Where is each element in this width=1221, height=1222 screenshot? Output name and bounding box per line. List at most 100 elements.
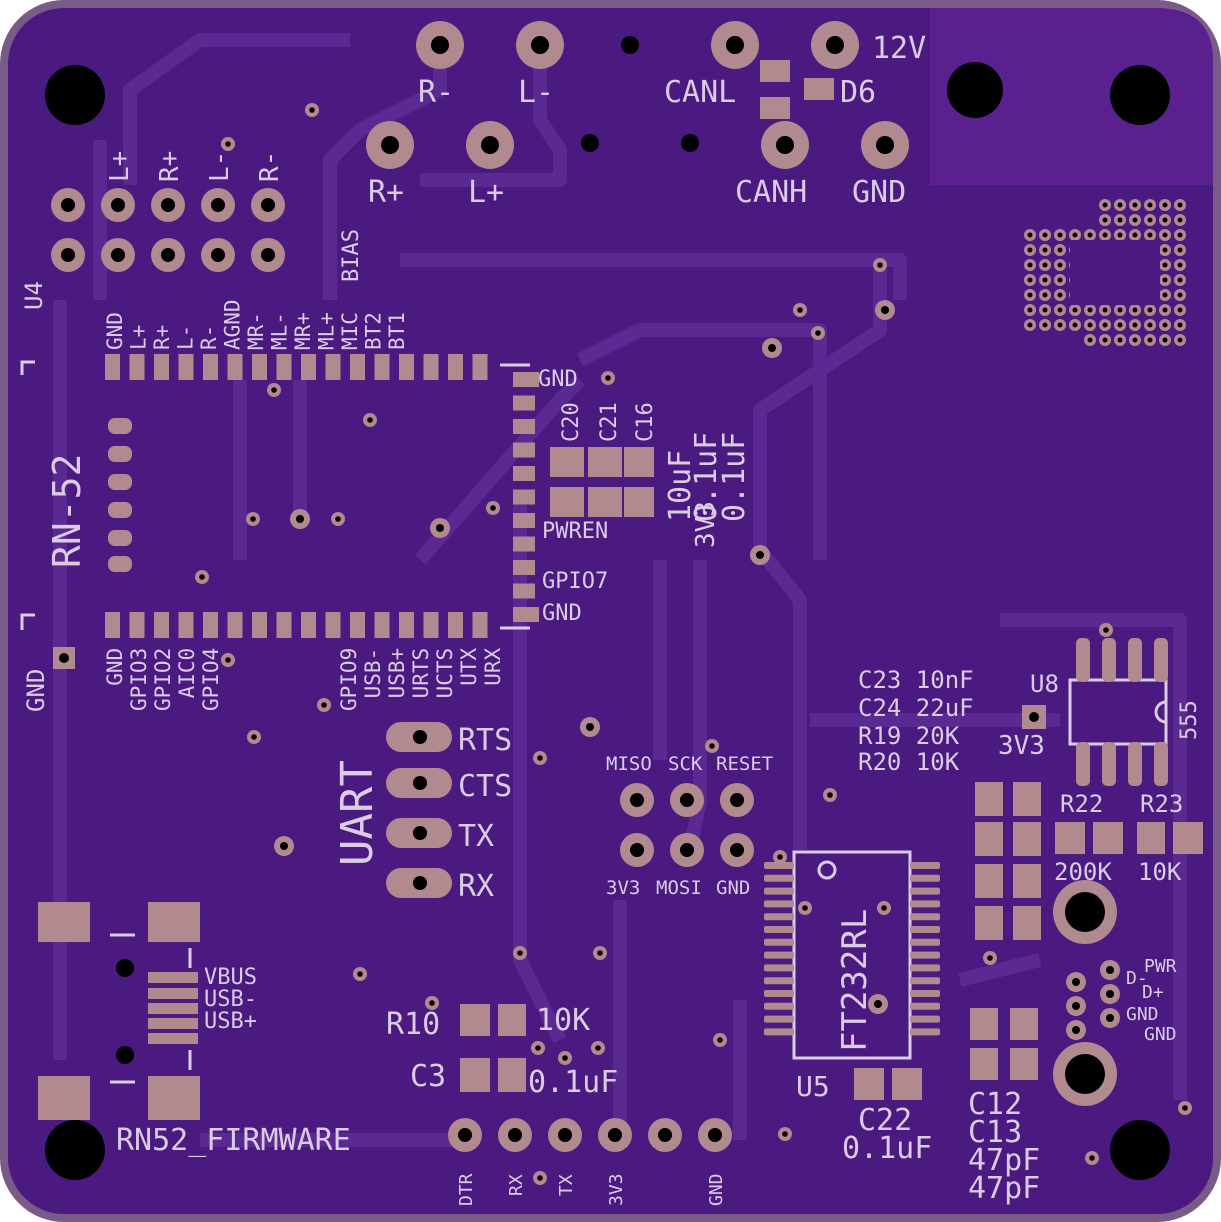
- via-hole: [535, 1045, 541, 1051]
- grid-via-hole: [1162, 322, 1168, 328]
- label-c24: C24 22uF: [858, 694, 974, 722]
- grid-via-hole: [1177, 247, 1183, 253]
- label-3v3-timer: 3V3: [998, 731, 1045, 761]
- grid-via-hole: [1027, 292, 1033, 298]
- via-hole: [709, 743, 715, 749]
- label-555: 555: [1177, 700, 1202, 740]
- via-hole: [537, 1175, 543, 1181]
- grid-via-hole: [1162, 232, 1168, 238]
- via-hole: [1182, 1105, 1188, 1111]
- pin-label-bottom: GPIO4: [199, 648, 223, 711]
- ft232-pad: [764, 874, 794, 882]
- label-rn52-firmware: RN52_FIRMWARE: [116, 1123, 351, 1158]
- grid-via-hole: [1042, 277, 1048, 283]
- via-hole: [777, 854, 783, 860]
- via-hole: [225, 657, 231, 663]
- rn52-bottom-pads: [105, 612, 488, 638]
- rn52-pad: [227, 612, 243, 638]
- ft232-pad: [764, 951, 794, 959]
- label-r-minus: R-: [418, 75, 454, 110]
- ft232-pad: [764, 938, 794, 946]
- grid-via-hole: [1162, 217, 1168, 223]
- via-hole: [1089, 1155, 1095, 1161]
- grid-via-hole: [1042, 307, 1048, 313]
- grid-via-hole: [1177, 277, 1183, 283]
- uart-pads: [386, 722, 452, 898]
- grid-via-hole: [1132, 202, 1138, 208]
- grid-via-hole: [1162, 277, 1168, 283]
- via-hole: [250, 516, 256, 522]
- label-c12: C12: [968, 1087, 1022, 1122]
- label-usb-plus: USB+: [204, 1009, 257, 1034]
- grid-via-hole: [1102, 232, 1108, 238]
- label-ft232rl: FT232RL: [835, 909, 875, 1052]
- ft232-pad: [910, 862, 940, 869]
- grid-via-hole: [1042, 247, 1048, 253]
- grid-via-hole: [1147, 202, 1153, 208]
- usb-pins: [1066, 960, 1120, 1040]
- ft232-pads: [764, 862, 940, 1036]
- grid-via-hole: [1117, 217, 1123, 223]
- ft232-pad: [910, 887, 940, 895]
- rn52-pad: [129, 612, 145, 638]
- traces: [53, 33, 1187, 1147]
- c22-pad-1: [854, 1068, 884, 1100]
- label-u5: U5: [796, 1070, 830, 1103]
- rn52-pad: [513, 560, 535, 575]
- label-gnd-can: GND: [852, 175, 906, 210]
- grid-via-hole: [1042, 322, 1048, 328]
- rn52-pad: [301, 612, 316, 638]
- ft232-pad: [910, 900, 940, 908]
- rn52-pad: [350, 612, 365, 638]
- u8-outline: [1068, 678, 1168, 746]
- timer-test-hole: [1029, 712, 1039, 722]
- thermal-pad: [1070, 240, 1160, 305]
- label-c22-value: 0.1uF: [842, 1131, 932, 1166]
- caps-top: [550, 447, 654, 517]
- ft232-pad: [910, 913, 940, 921]
- ft232-pad: [764, 990, 794, 997]
- rn52-pad: [325, 612, 341, 638]
- u8-notch: [1154, 700, 1167, 724]
- usb-mount-bottom-hole: [1065, 1054, 1105, 1094]
- label-l-plus: L+: [468, 175, 504, 210]
- grid-via-hole: [1147, 232, 1153, 238]
- ft232-pad: [910, 926, 940, 933]
- grid-via-hole: [1087, 322, 1093, 328]
- rn52-pad: [513, 513, 535, 528]
- grid-via-hole: [1087, 307, 1093, 313]
- rn52-pad: [252, 354, 267, 380]
- grid-via-hole: [1057, 232, 1063, 238]
- grid-via-hole: [1057, 247, 1063, 253]
- pin-label-bottom: GPIO3: [127, 648, 151, 711]
- rn52-pad: [472, 612, 488, 638]
- r10-pad-1: [460, 1004, 490, 1036]
- ft232-pad: [910, 951, 940, 959]
- isp-pads: [620, 783, 754, 867]
- label-c16: C16: [633, 402, 658, 442]
- label-usb-dm: D-: [1126, 968, 1148, 989]
- usb-mount-top-hole: [1065, 892, 1105, 932]
- ft232-pad: [764, 1015, 794, 1023]
- rn52-pad: [227, 354, 243, 380]
- pin-label-top: MIC: [338, 312, 362, 350]
- rn52-pad: [399, 354, 414, 380]
- label-c13: C13: [968, 1115, 1022, 1150]
- label-r10-value: 10K: [536, 1003, 590, 1038]
- label-usb-pwr: PWR: [1144, 956, 1177, 977]
- u5-pin1-mark: [817, 860, 837, 880]
- via-hole: [605, 375, 611, 381]
- ft232-pad: [764, 977, 794, 985]
- rn52-pad: [448, 354, 463, 380]
- grid-via-hole: [1102, 217, 1108, 223]
- rn52-pad: [350, 354, 365, 380]
- ft232-pad: [764, 913, 794, 921]
- grid-via-hole: [1057, 307, 1063, 313]
- ft232-pad: [910, 990, 940, 997]
- d6-pad-1: [760, 60, 790, 82]
- via-hole: [357, 971, 363, 977]
- grid-via-hole: [1177, 307, 1183, 313]
- via-hole: [321, 702, 327, 708]
- grid-via-hole: [1132, 307, 1138, 313]
